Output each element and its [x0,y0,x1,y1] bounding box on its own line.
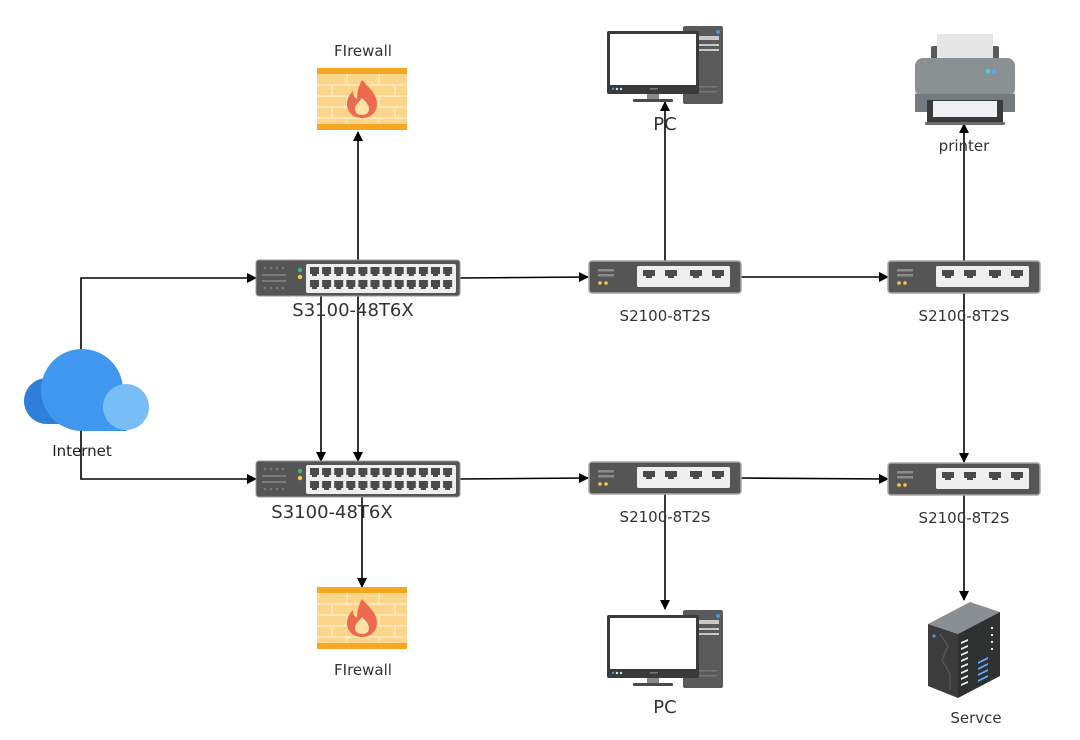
access-switch-bottom-2-label: S2100-8T2S [918,509,1010,527]
server-rack-icon[interactable] [928,602,1000,698]
cloud-icon[interactable] [24,349,149,431]
server-label: Servce [950,709,1002,727]
pc-top-label: PC [653,114,677,135]
internet-label: Internet [52,442,112,460]
core-switch-top-label: S3100-48T6X [292,300,414,321]
access-switch-bottom-1-icon[interactable] [588,461,742,495]
firewall-top-icon[interactable] [316,67,408,131]
pc-bottom-label: PC [653,697,677,718]
access-switch-top-2-label: S2100-8T2S [918,307,1010,325]
core-switch-bottom-label: S3100-48T6X [271,502,393,523]
connection-lines [80,101,969,610]
edge-core-bottom-access-bottom-1 [459,473,589,484]
edge-core-top-access-top-1 [459,272,589,283]
printer-icon[interactable] [915,34,1015,125]
core-switch-top-icon[interactable] [255,259,461,297]
access-switch-top-1-icon[interactable] [588,260,742,294]
edge-access-bottom-1-access-bottom-2 [740,473,889,484]
firewall-bottom-label: FIrewall [334,661,392,679]
desktop-pc-top-icon[interactable] [607,26,723,104]
access-switch-bottom-1-label: S2100-8T2S [619,508,711,526]
core-switch-bottom-icon[interactable] [255,460,461,498]
access-switch-top-2-icon[interactable] [887,260,1041,294]
access-switch-bottom-2-icon[interactable] [887,462,1041,496]
printer-label: printer [938,137,990,155]
access-switch-top-1-label: S2100-8T2S [619,307,711,325]
firewall-top-label: FIrewall [334,42,392,60]
desktop-pc-bottom-icon[interactable] [607,610,723,688]
firewall-bottom-icon[interactable] [316,586,408,650]
